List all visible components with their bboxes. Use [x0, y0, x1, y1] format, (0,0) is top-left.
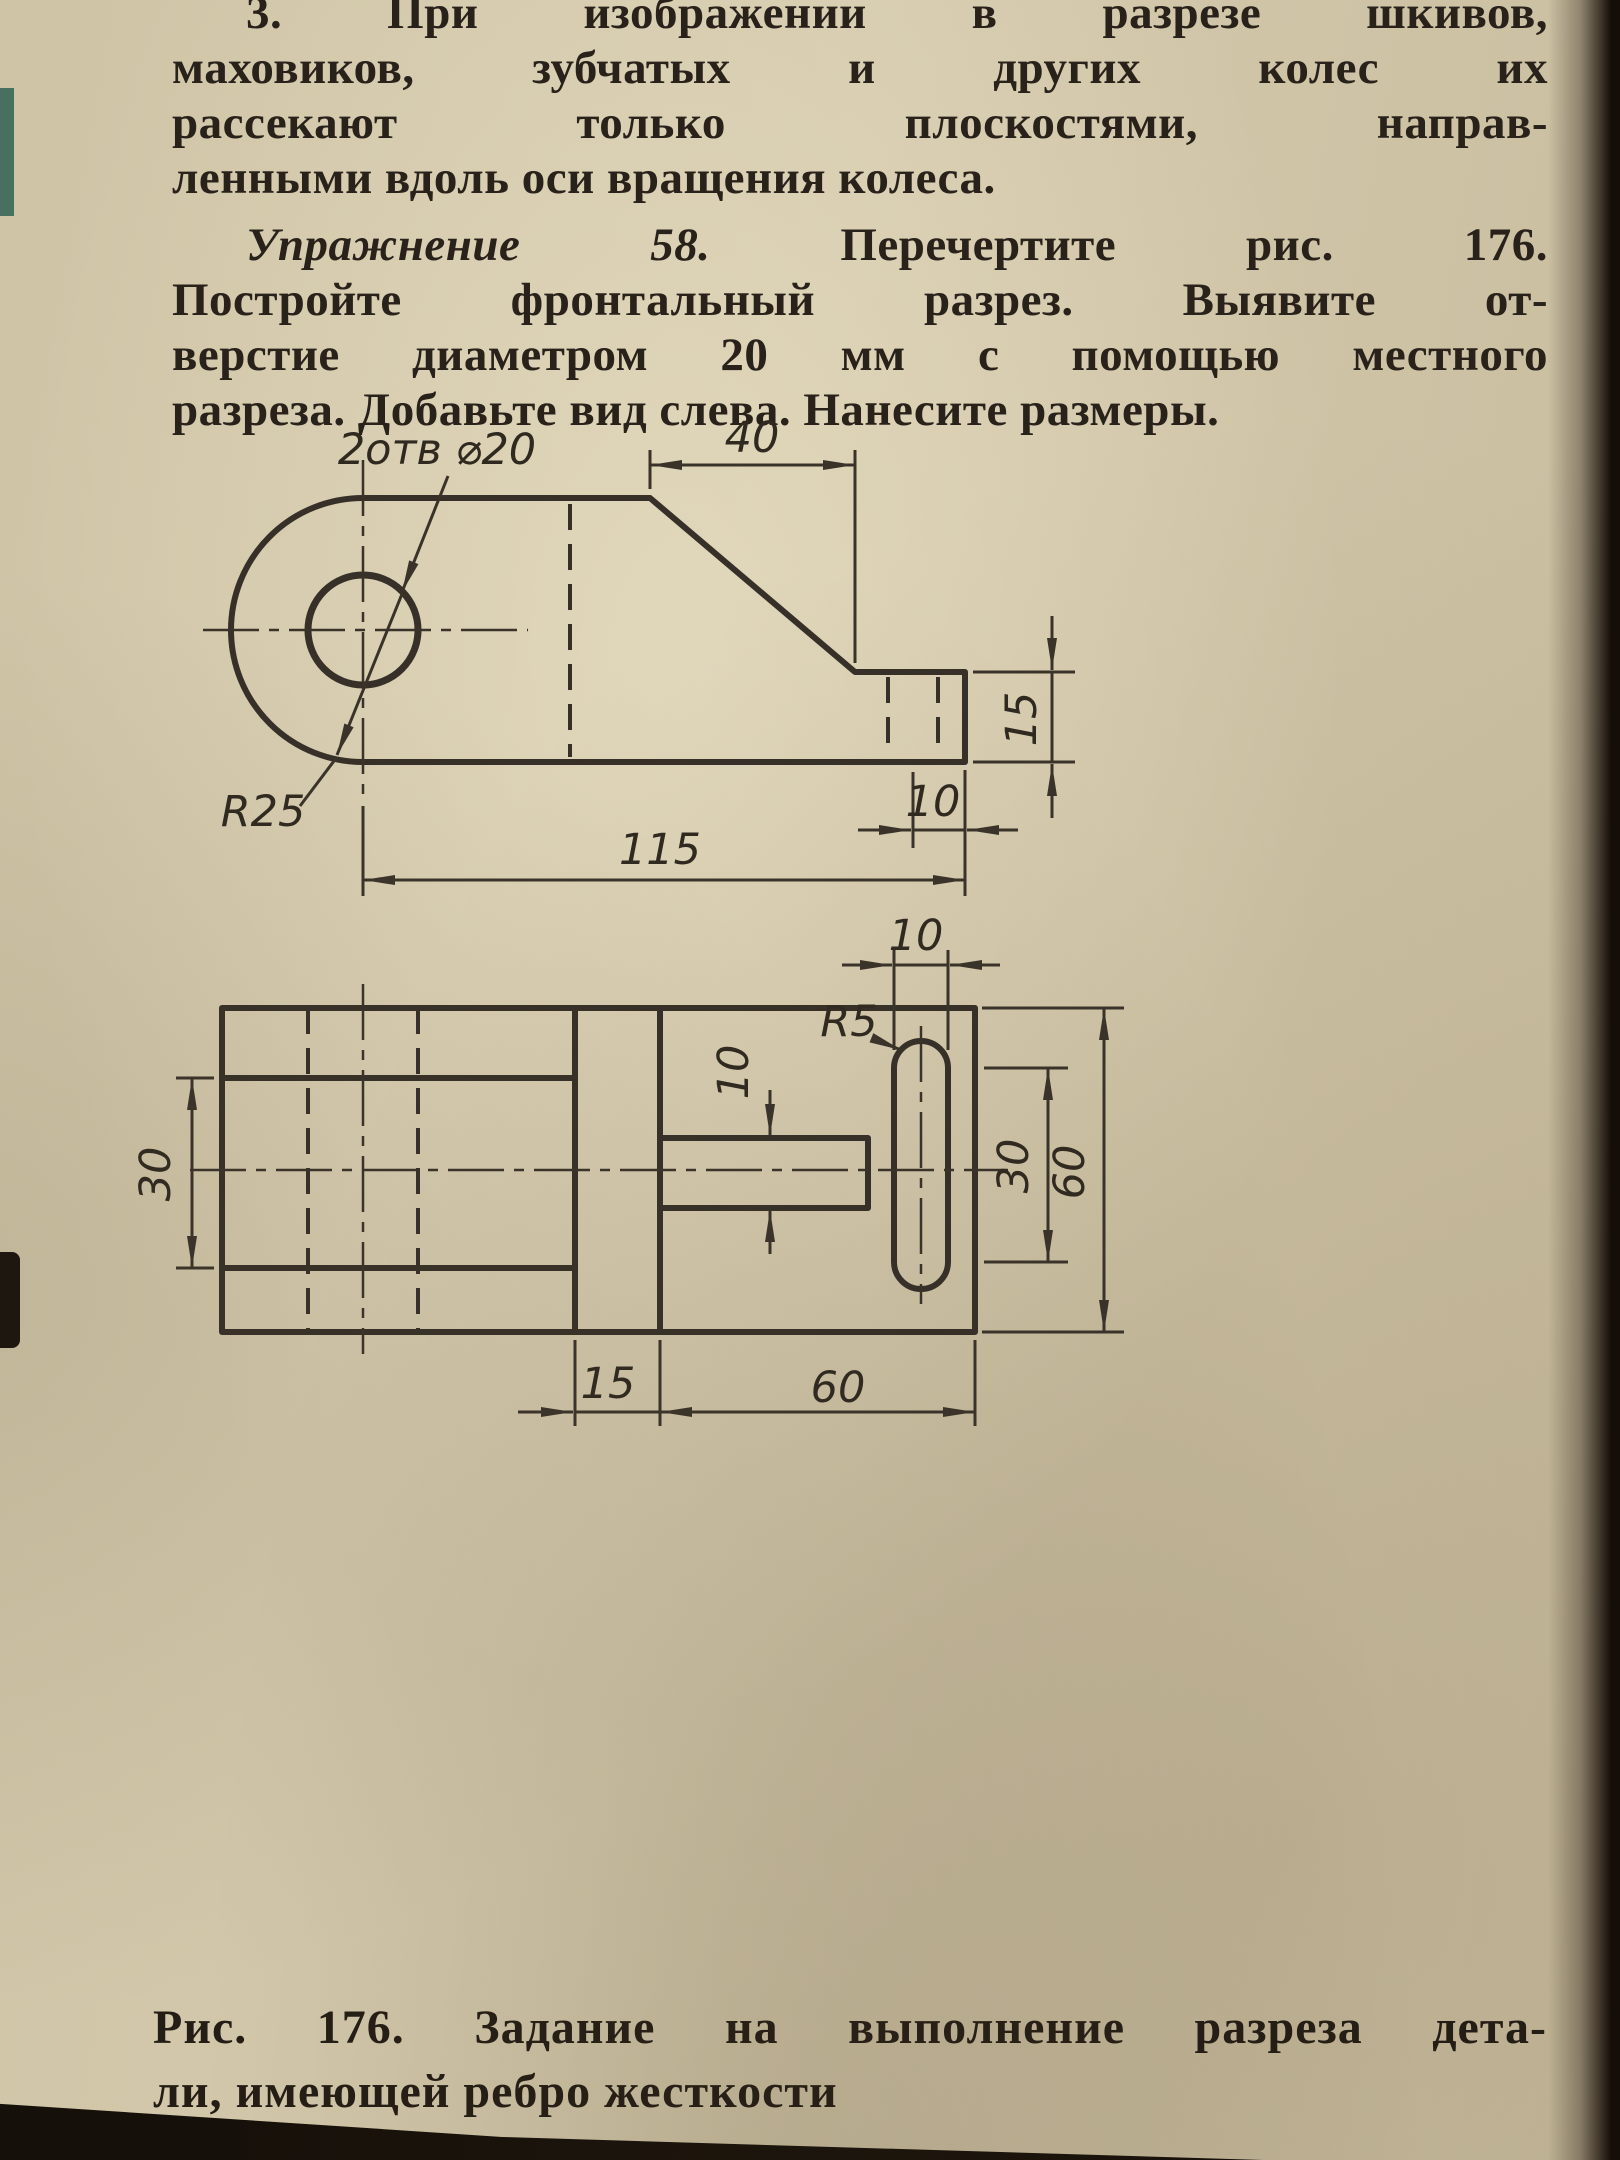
paragraph-line: 3. При изображении в разрезе шкивов, — [246, 0, 1548, 39]
dim-label-10: 10 — [906, 777, 961, 827]
plan-outline — [219, 1005, 978, 1335]
plan-dimension-rib-10: 10 — [709, 1045, 775, 1254]
paragraph-line: маховиков, зубчатых и других колес их — [172, 42, 1548, 94]
plan-dimensions-bottom: 15 60 — [518, 1340, 977, 1426]
dim-label-10: 10 — [889, 911, 944, 961]
exercise-label: Упражнение 58. — [246, 219, 711, 271]
rib-outline — [657, 1135, 871, 1211]
front-dimension-115: 115 — [361, 806, 965, 896]
plan-dimension-30-right: 30 — [984, 1066, 1068, 1264]
slot-outline — [891, 1038, 951, 1292]
paragraph-line: Постройте фронтальный разрез. Выявите от… — [172, 274, 1548, 326]
dim-label-30: 30 — [131, 1147, 181, 1202]
page-edge-shadow-left — [0, 1252, 20, 1348]
caption-line: Рис. 176. Задание на выполнение разреза … — [153, 1996, 1547, 2060]
dim-label-15: 15 — [581, 1359, 636, 1409]
slot-radius-leader: R5 — [820, 997, 902, 1052]
paragraph-3: 3. При изображении в разрезе шкивов, мах… — [172, 0, 1548, 206]
front-view: 40 15 10 115 2отв ⌀20 — [203, 413, 1075, 896]
exercise-sentence: Перечертите рис. 176. — [840, 219, 1548, 271]
leader-line — [335, 593, 404, 756]
leader-line — [298, 756, 339, 807]
front-dimension-10: 10 — [858, 770, 1018, 896]
plan-view: 10 R5 10 30 30 60 — [131, 911, 1124, 1426]
caption-line: ли, имеющей ребро жесткости — [153, 2065, 838, 2118]
dim-label-115: 115 — [619, 825, 701, 875]
leader-line — [869, 1033, 902, 1052]
plan-dimension-60-right: 60 — [982, 1006, 1124, 1334]
dim-label-15: 15 — [997, 692, 1047, 747]
front-dimension-15: 15 — [973, 616, 1075, 818]
radius-label-r5: R5 — [820, 997, 877, 1047]
figure-label: Рис. 176. — [153, 2001, 405, 2054]
plan-dimension-30-left: 30 — [131, 1076, 214, 1270]
figure-caption: Рис. 176. Задание на выполнение разреза … — [153, 1996, 1547, 2124]
dim-label-30: 30 — [989, 1139, 1039, 1194]
paragraph-line: рассекают только плоскостями, направ- — [172, 97, 1548, 149]
leader-line — [400, 475, 450, 593]
hole-count-label: 2отв ⌀20 — [338, 425, 536, 475]
exercise-58: Упражнение 58. Перечертите рис. 176. Пос… — [172, 218, 1548, 438]
book-gutter-shadow — [1548, 0, 1620, 2160]
dim-label-10: 10 — [709, 1045, 759, 1100]
hole-leader: 2отв ⌀20 R25 — [221, 425, 536, 837]
exercise-first-line: Упражнение 58. Перечертите рис. 176. — [172, 218, 1548, 273]
paragraph-line: разреза. Добавьте вид слева. Нанесите ра… — [172, 384, 1220, 436]
plan-dimension-slot-10: 10 — [842, 911, 1000, 1050]
caption-text: Задание на выполнение разреза дета- — [474, 2001, 1548, 2054]
bookmark-edge — [0, 88, 14, 216]
dim-label-60: 60 — [1045, 1145, 1095, 1200]
front-dimension-40: 40 — [648, 413, 857, 663]
radius-label-r25: R25 — [221, 787, 306, 837]
dim-label-60: 60 — [811, 1363, 866, 1413]
dim-label-40: 40 — [725, 413, 780, 463]
paragraph-line: ленными вдоль оси вращения колеса. — [172, 152, 996, 204]
paragraph-line: верстие диаметром 20 мм с помощью местно… — [172, 329, 1548, 381]
front-outline — [228, 495, 968, 765]
